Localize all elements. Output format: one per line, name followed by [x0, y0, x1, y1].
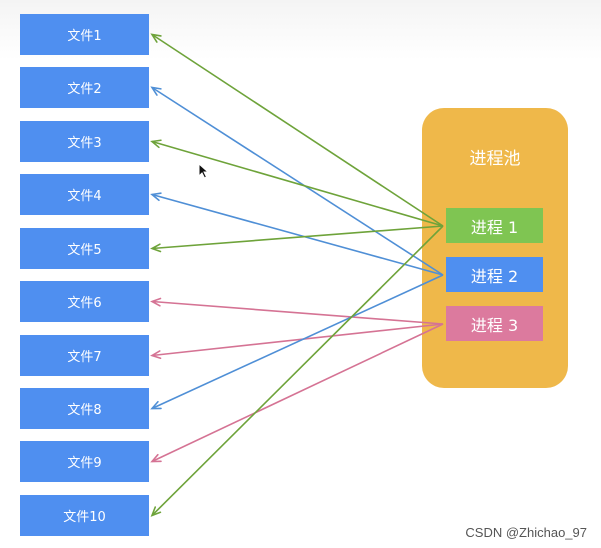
file-box-4: 文件4	[20, 174, 149, 215]
arrow-line-1	[151, 33, 444, 227]
arrow-line-6	[151, 300, 444, 325]
arrowhead-2	[150, 86, 162, 96]
arrow-line-2	[151, 86, 444, 276]
process-1-box: 进程 1	[446, 208, 543, 243]
file-box-2: 文件2	[20, 67, 149, 108]
arrowhead-6	[150, 297, 162, 307]
mouse-cursor-icon	[198, 163, 210, 179]
file-box-3: 文件3	[20, 121, 149, 162]
arrowhead-1	[150, 33, 162, 43]
arrow-line-4	[151, 193, 444, 276]
file-box-8: 文件8	[20, 388, 149, 429]
file-label: 文件8	[67, 403, 102, 418]
arrow-line-3	[151, 140, 444, 227]
process-label: 进程 1	[470, 217, 519, 237]
file-label: 文件6	[67, 296, 102, 311]
file-label: 文件5	[67, 243, 102, 258]
file-label: 文件3	[67, 136, 102, 151]
file-box-6: 文件6	[20, 281, 149, 322]
file-label: 文件1	[67, 29, 102, 44]
file-box-7: 文件7	[20, 335, 149, 376]
arrowhead-8	[150, 400, 162, 410]
arrow-line-8	[151, 274, 444, 410]
process-pool-container	[422, 108, 568, 388]
file-label: 文件7	[67, 350, 102, 365]
file-label: 文件10	[63, 510, 106, 525]
arrowhead-3	[150, 139, 162, 149]
arrowhead-7	[150, 350, 162, 360]
file-box-9: 文件9	[20, 441, 149, 482]
process-label: 进程 3	[470, 315, 519, 335]
arrow-line-5	[151, 225, 444, 250]
file-box-1: 文件1	[20, 14, 149, 55]
process-3-box: 进程 3	[446, 306, 543, 341]
arrowhead-4	[150, 192, 162, 202]
process-pool-title: 进程池	[469, 149, 521, 169]
process-2-box: 进程 2	[446, 257, 543, 292]
file-box-5: 文件5	[20, 228, 149, 269]
arrow-line-10	[151, 225, 444, 517]
arrowhead-10	[150, 506, 162, 517]
file-label: 文件2	[67, 82, 102, 97]
process-label: 进程 2	[470, 266, 519, 286]
arrowhead-9	[150, 453, 162, 463]
arrow-line-7	[151, 323, 444, 357]
file-box-10: 文件10	[20, 495, 149, 536]
file-label: 文件9	[67, 456, 102, 471]
arrowhead-5	[150, 243, 162, 253]
csdn-watermark: CSDN @Zhichao_97	[465, 525, 587, 540]
arrow-line-9	[151, 323, 444, 463]
file-label: 文件4	[67, 189, 102, 204]
